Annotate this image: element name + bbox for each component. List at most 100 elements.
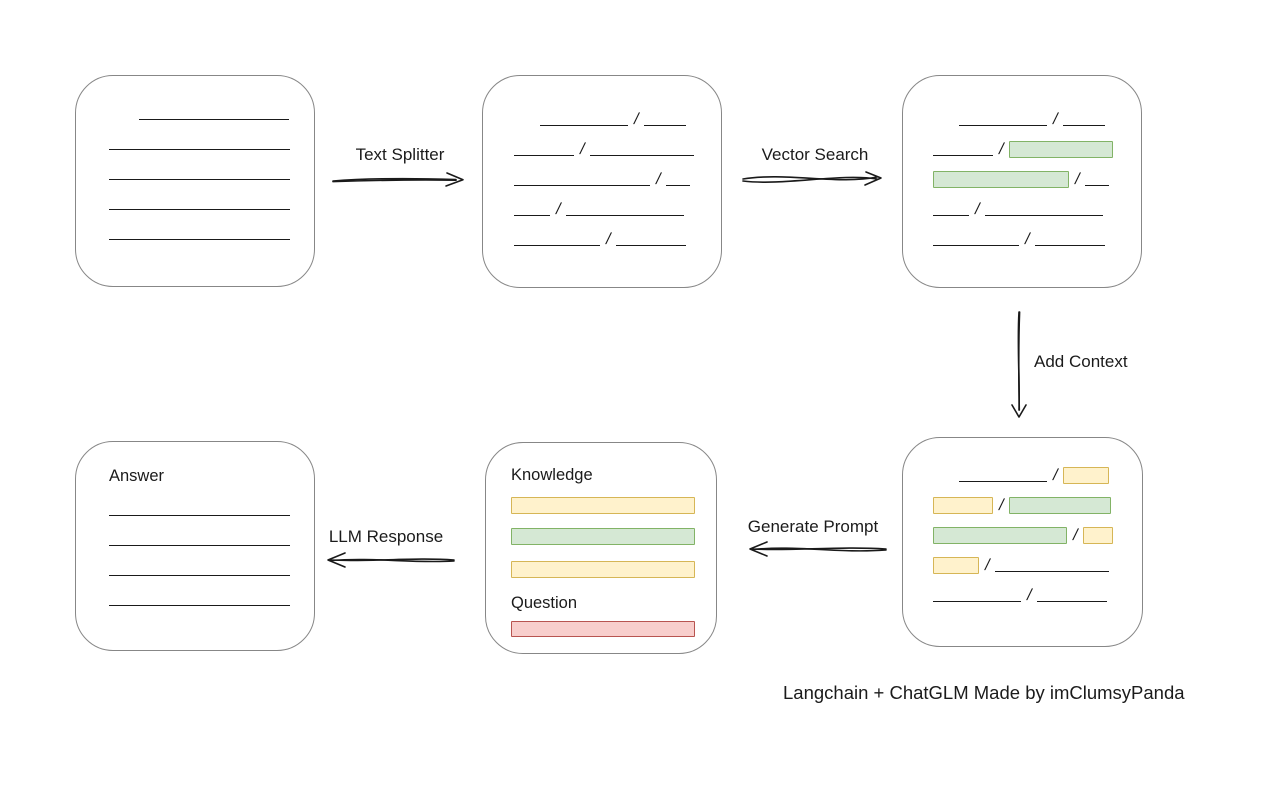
add-context-arrow [1011,311,1027,418]
chunk-row: / [512,218,696,248]
text-line [616,245,687,246]
yellow-highlight [933,497,993,514]
text-line [109,605,290,606]
chunk-row: / [931,98,1117,128]
text-line [109,515,290,516]
chunk-row: / [512,98,696,128]
text-line [666,185,691,186]
searched-chunks-box: / / / / / [902,75,1142,288]
prompt-box: Knowledge Question [485,442,717,654]
text-line [1085,185,1110,186]
caption-credit: Langchain + ChatGLM Made by imClumsyPand… [783,682,1185,703]
text-line [995,571,1110,572]
question-title: Question [511,594,578,612]
text-line [1063,125,1106,126]
split-chunks-box: / / / / / [482,75,722,288]
searched-chunk-lines: / / / / / [931,98,1117,248]
chunk-row: / [512,158,696,188]
llm-response-arrow [327,552,455,568]
chunk-row: / [931,128,1117,158]
text-line [514,155,574,156]
knowledge-bar-yellow-1 [511,497,695,514]
context-chunks-box: ///// [902,437,1143,647]
text-line [139,119,289,120]
chunk-row: / [931,188,1117,218]
chunk-row: / [931,574,1118,604]
text-line [985,215,1104,216]
chunk-row [107,212,291,242]
chunk-row: / [931,544,1118,574]
chunk-row: / [931,514,1118,544]
text-line [959,481,1047,482]
source-document-box [75,75,315,287]
chunk-row [107,152,291,182]
text-line [109,179,290,180]
chunk-row [107,122,291,152]
chunk-row [107,488,291,518]
slash-separator: / [578,141,587,158]
slash-separator: / [1051,467,1060,484]
slash-separator: / [997,141,1006,158]
slash-separator: / [997,497,1006,514]
text-line [1035,245,1106,246]
add-context-label: Add Context [1034,352,1128,371]
answer-text-lines [107,488,291,608]
chunk-row [107,578,291,608]
document-text-lines [107,92,291,242]
text-line [540,125,628,126]
slash-separator: / [1071,527,1080,544]
text-line [514,185,650,186]
knowledge-bar-yellow-2 [511,561,695,578]
text-splitter-arrow [332,172,464,187]
slash-separator: / [632,111,641,128]
chunk-row [107,518,291,548]
slash-separator: / [1073,171,1082,188]
chunk-row [107,548,291,578]
text-line [933,245,1019,246]
slash-separator: / [604,231,613,248]
chunk-row: / [931,454,1118,484]
knowledge-title: Knowledge [511,466,593,484]
slash-separator: / [554,201,563,218]
knowledge-bar-green [511,528,695,545]
text-line [933,215,969,216]
yellow-highlight [1063,467,1110,484]
slash-separator: / [654,171,663,188]
text-line [109,545,290,546]
llm-response-label: LLM Response [328,527,444,546]
slash-separator: / [1051,111,1060,128]
chunk-row [107,92,291,122]
generate-prompt-arrow [749,541,887,557]
question-bar-red [511,621,695,637]
chunk-row [107,182,291,212]
answer-box: Answer [75,441,315,651]
text-line [109,149,290,150]
generate-prompt-label: Generate Prompt [747,517,879,536]
text-line [109,209,290,210]
green-highlight [933,171,1069,188]
chunk-row: / [512,128,696,158]
text-line [590,155,695,156]
green-highlight [1009,497,1112,514]
context-chunk-lines: ///// [931,454,1118,604]
text-line [933,155,993,156]
green-highlight [1009,141,1114,158]
chunk-row: / [931,484,1118,514]
chunk-row: / [931,218,1117,248]
split-chunk-lines: / / / / / [512,98,696,248]
text-line [1037,601,1108,602]
text-line [566,215,685,216]
text-line [644,125,687,126]
slash-separator: / [973,201,982,218]
slash-separator: / [1023,231,1032,248]
slash-separator: / [1025,587,1034,604]
text-line [933,601,1021,602]
green-highlight [933,527,1067,544]
yellow-highlight [1083,527,1114,544]
vector-search-arrow [742,171,882,186]
text-line [109,575,290,576]
text-line [514,215,550,216]
prompt-box-content: Knowledge Question [511,443,695,637]
text-line [959,125,1047,126]
